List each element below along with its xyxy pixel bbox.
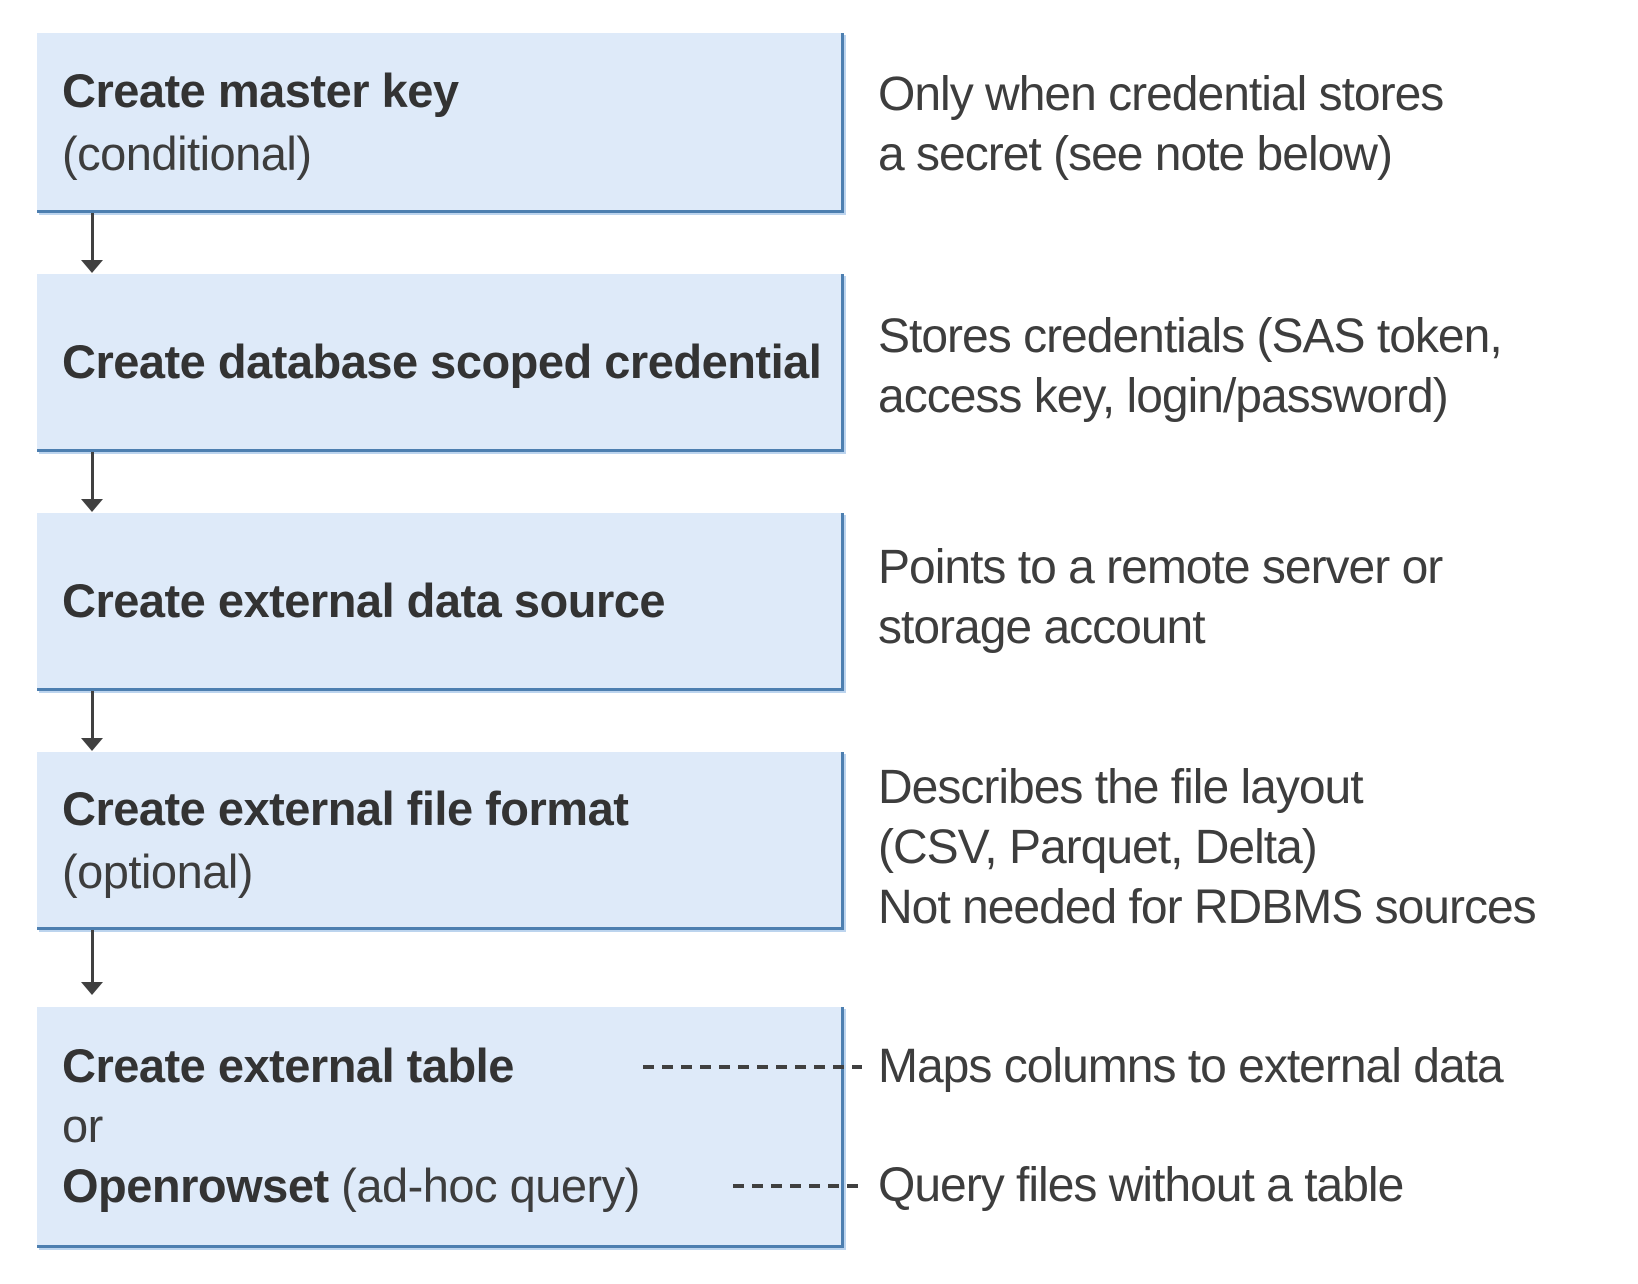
down-arrow-2: [81, 452, 103, 512]
arrow-shaft: [90, 691, 94, 738]
note-external-file-format: Describes the file layout (CSV, Parquet,…: [878, 761, 1537, 934]
arrow-head-icon: [81, 738, 103, 751]
box-title: Create external file format: [62, 781, 629, 835]
dashed-connector-external-table: [643, 1065, 862, 1069]
arrow-shaft: [90, 213, 94, 260]
arrow-head-icon: [81, 260, 103, 273]
box-title-openrowset: Openrowset (ad-hoc query): [62, 1159, 640, 1212]
flow-box-create-external-table-or-openrowset: Create external table or Openrowset (ad-…: [37, 1007, 844, 1248]
box-title: Create database scoped credential: [62, 335, 822, 388]
arrow-head-icon: [81, 499, 103, 512]
note-external-data-source: Points to a remote server or storage acc…: [878, 541, 1443, 654]
arrow-shaft: [90, 930, 94, 982]
box-title: Create external data source: [62, 574, 666, 627]
flow-box-create-external-data-source: Create external data source: [37, 513, 844, 691]
note-openrowset: Query files without a table: [878, 1159, 1404, 1212]
box-or-label: or: [62, 1099, 103, 1152]
box-title-external-table: Create external table: [62, 1039, 514, 1092]
note-external-table: Maps columns to external data: [878, 1040, 1504, 1093]
box-qualifier: (conditional): [62, 126, 312, 180]
note-scoped-credential: Stores credentials (SAS token, access ke…: [878, 310, 1503, 423]
arrow-shaft: [90, 452, 94, 499]
note-master-key: Only when credential stores a secret (se…: [878, 68, 1444, 181]
flow-box-create-master-key: Create master key (conditional): [37, 33, 844, 213]
arrow-head-icon: [81, 982, 103, 995]
down-arrow-3: [81, 691, 103, 751]
box-title: Create master key: [62, 63, 459, 117]
down-arrow-1: [81, 213, 103, 273]
box-qualifier: (optional): [62, 844, 253, 898]
dashed-connector-openrowset: [733, 1184, 861, 1188]
flow-box-create-database-scoped-credential: Create database scoped credential: [37, 274, 844, 452]
down-arrow-4: [81, 930, 103, 995]
flow-box-create-external-file-format: Create external file format (optional): [37, 752, 844, 930]
